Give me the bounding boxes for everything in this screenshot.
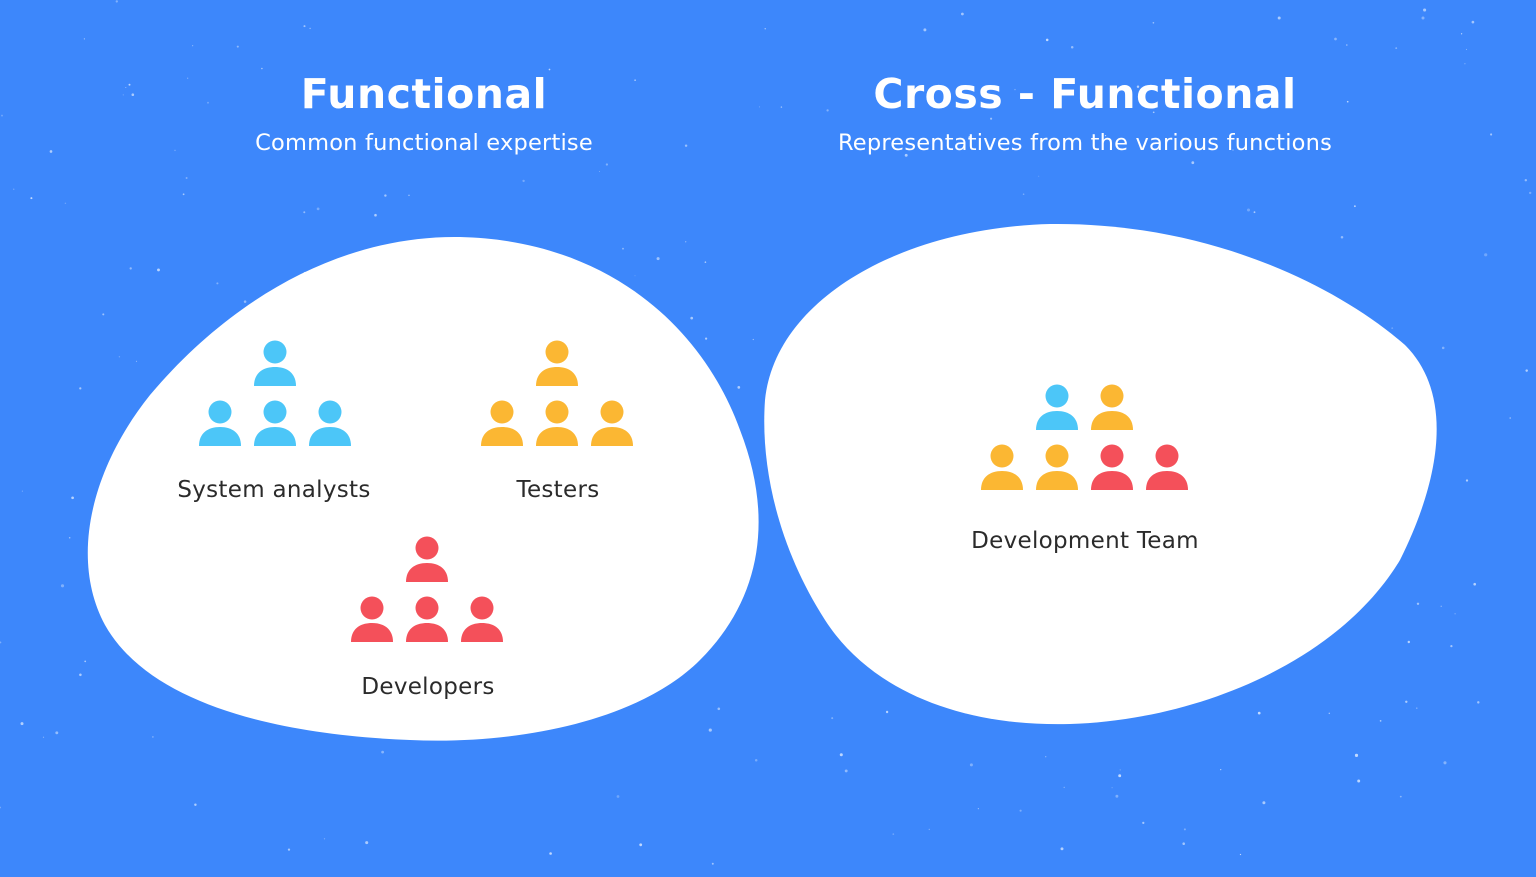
person-icon — [254, 340, 296, 386]
person-icon — [591, 400, 633, 446]
cross-functional-header: Cross - Functional Representatives from … — [770, 70, 1400, 157]
development-team-group — [978, 384, 1198, 494]
person-icon — [351, 596, 393, 642]
functional-subtitle: Common functional expertise — [255, 130, 593, 156]
functional-blob — [87, 236, 759, 741]
person-icon — [1036, 444, 1078, 490]
functional-title: Functional — [300, 70, 548, 118]
person-icon — [199, 400, 241, 446]
person-icon — [1146, 444, 1188, 490]
developers-group — [348, 536, 508, 646]
functional-header: Functional Common functional expertise — [174, 70, 674, 157]
person-icon — [406, 536, 448, 582]
person-icon — [1091, 444, 1133, 490]
system-analysts-group — [196, 340, 356, 450]
person-icon — [1091, 384, 1133, 430]
person-icon — [481, 400, 523, 446]
person-icon — [1036, 384, 1078, 430]
development-team-label: Development Team — [971, 528, 1199, 554]
system-analysts-label: System analysts — [177, 477, 371, 503]
person-icon — [309, 400, 351, 446]
person-icon — [461, 596, 503, 642]
person-icon — [536, 340, 578, 386]
testers-group — [478, 340, 638, 450]
person-icon — [406, 596, 448, 642]
person-icon — [254, 400, 296, 446]
person-icon — [981, 444, 1023, 490]
testers-label: Testers — [516, 477, 600, 503]
cross-functional-subtitle: Representatives from the various functio… — [837, 130, 1333, 156]
person-icon — [536, 400, 578, 446]
developers-label: Developers — [361, 674, 495, 700]
cross-functional-title: Cross - Functional — [873, 70, 1297, 118]
